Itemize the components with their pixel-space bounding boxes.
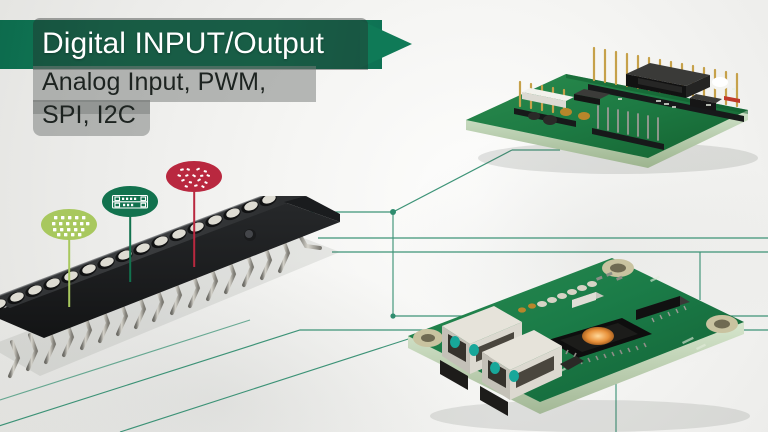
- socket-hole-row: [0, 196, 277, 312]
- chip-logo-icon: [582, 327, 614, 345]
- subtitle-plate-line2: [33, 100, 150, 136]
- banner-body: [0, 20, 382, 69]
- badge-bubble: [41, 209, 97, 240]
- microcontroller-board: [466, 46, 758, 174]
- port-led: [509, 370, 519, 382]
- page-title: Digital INPUT/Output: [42, 27, 325, 60]
- interface-board: [408, 258, 750, 432]
- subtitle-line-1: Analog Input, PWM,: [42, 68, 267, 96]
- main-chip: [548, 318, 652, 365]
- circuit-board-icon: [111, 194, 149, 209]
- black-switch: [690, 94, 722, 111]
- subtitle-plate-line1: [33, 66, 316, 102]
- dot-matrix-badge[interactable]: [41, 209, 97, 307]
- scatter-dots-badge[interactable]: [166, 161, 222, 267]
- trace-node-dot: [390, 313, 396, 319]
- badge-bubble: [166, 161, 222, 192]
- badge-stem: [129, 212, 131, 282]
- soic-chip: [636, 296, 690, 323]
- dot-matrix-icon: [52, 216, 90, 237]
- component-row: [518, 271, 623, 313]
- port-led: [469, 344, 479, 356]
- led-indicator: [711, 77, 729, 90]
- badge-stem: [68, 235, 70, 307]
- banner-arrow-tip: [360, 20, 412, 68]
- scatter-dots-icon: [177, 167, 211, 189]
- badge-bubble: [102, 186, 158, 217]
- usb-port: [480, 330, 562, 416]
- title-banner-shape: [0, 20, 412, 69]
- badge-stem: [193, 187, 195, 267]
- mounting-hole: [706, 315, 738, 333]
- mounting-hole: [413, 329, 443, 347]
- small-ic-chip: [574, 89, 610, 105]
- port-led: [450, 336, 460, 348]
- processor-chip: [626, 63, 710, 98]
- transistor: [572, 292, 604, 308]
- board-outline-badge[interactable]: [102, 186, 158, 282]
- port-led: [490, 362, 500, 374]
- subtitle-line-2: SPI, I2C: [42, 101, 136, 129]
- passive-components: [560, 108, 590, 120]
- red-component: [724, 96, 740, 103]
- white-connector: [522, 88, 574, 108]
- title-overlay-plate: [33, 18, 368, 70]
- trace-node-dot: [390, 209, 396, 215]
- black-pin-header-strip: [0, 196, 340, 378]
- header-pin-row-bottom: [597, 105, 659, 141]
